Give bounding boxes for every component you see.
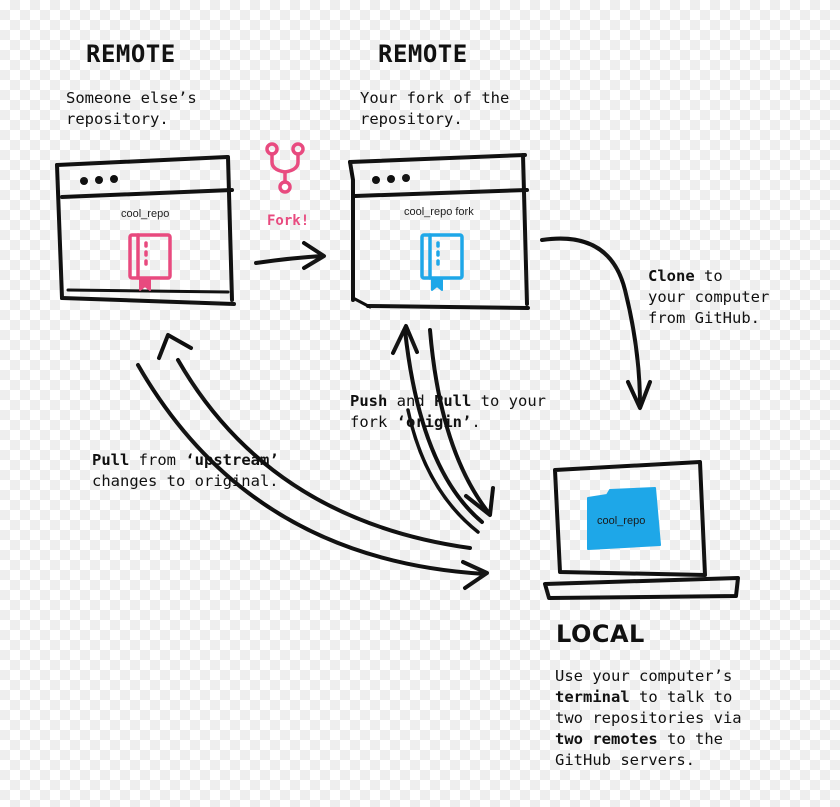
clone-note: Clone to your computer from GitHub. (648, 266, 769, 329)
upstream-note: Pull from ‘upstream’ changes to original… (92, 450, 279, 492)
push-pull-line1-rest: to your (471, 392, 546, 410)
local-folder-name: cool_repo (597, 515, 646, 527)
repo-name-right: cool_repo fork (404, 206, 474, 218)
clone-line2: your computer (648, 288, 770, 306)
laptop (543, 460, 740, 600)
git-fork-icon (265, 142, 305, 194)
upstream-pull-keyword: Pull (92, 451, 130, 469)
terminal-keyword: terminal (555, 688, 630, 706)
local-description: Use your computer’s terminal to talk to … (555, 666, 742, 771)
window-left (55, 155, 236, 306)
remote-right-description: Your fork of the repository. (360, 88, 509, 130)
local-line5: GitHub servers. (555, 751, 695, 769)
local-line1: Use your computer’s (555, 667, 733, 685)
two-remotes-keyword: two remotes (555, 730, 658, 748)
window-right (348, 153, 530, 310)
fork-label: Fork! (267, 213, 310, 229)
remote-right-desc-line2: repository. (360, 110, 463, 128)
upstream-line2: changes to original. (92, 472, 279, 490)
clone-line1-rest: to (694, 267, 723, 285)
push-pull-and: and (387, 392, 434, 410)
push-pull-line2-pre: fork (350, 413, 397, 431)
remote-left-desc-line1: Someone else’s (66, 89, 197, 107)
local-line2-rest: to talk to (629, 688, 733, 706)
local-line4-rest: to the (657, 730, 723, 748)
clone-arrow (540, 236, 652, 410)
remote-left-desc-line2: repository. (66, 110, 169, 128)
fork-arrow (254, 241, 326, 270)
remote-left-heading: REMOTE (86, 40, 176, 68)
clone-line3: from GitHub. (648, 309, 760, 327)
push-pull-arrows (391, 324, 495, 534)
folder-icon (587, 487, 661, 550)
upstream-arrows (136, 333, 489, 590)
repo-book-icon-right (420, 233, 464, 291)
push-pull-note: Push and Pull to your fork ‘origin’. (350, 391, 546, 433)
remote-right-desc-line1: Your fork of the (360, 89, 510, 107)
repo-name-left: cool_repo (121, 208, 170, 220)
local-line3: two repositories via (555, 709, 742, 727)
clone-keyword: Clone (648, 267, 695, 285)
remote-right-heading: REMOTE (378, 40, 468, 68)
push-keyword: Push (350, 392, 388, 410)
pull-keyword: Pull (434, 392, 472, 410)
local-heading: LOCAL (556, 620, 645, 648)
upstream-from: from (129, 451, 186, 469)
push-pull-line2-post: . (471, 413, 481, 431)
origin-keyword: ‘origin’ (396, 413, 472, 431)
remote-left-description: Someone else’s repository. (66, 88, 197, 130)
repo-book-icon-left (128, 233, 172, 291)
upstream-keyword: ‘upstream’ (185, 451, 279, 469)
